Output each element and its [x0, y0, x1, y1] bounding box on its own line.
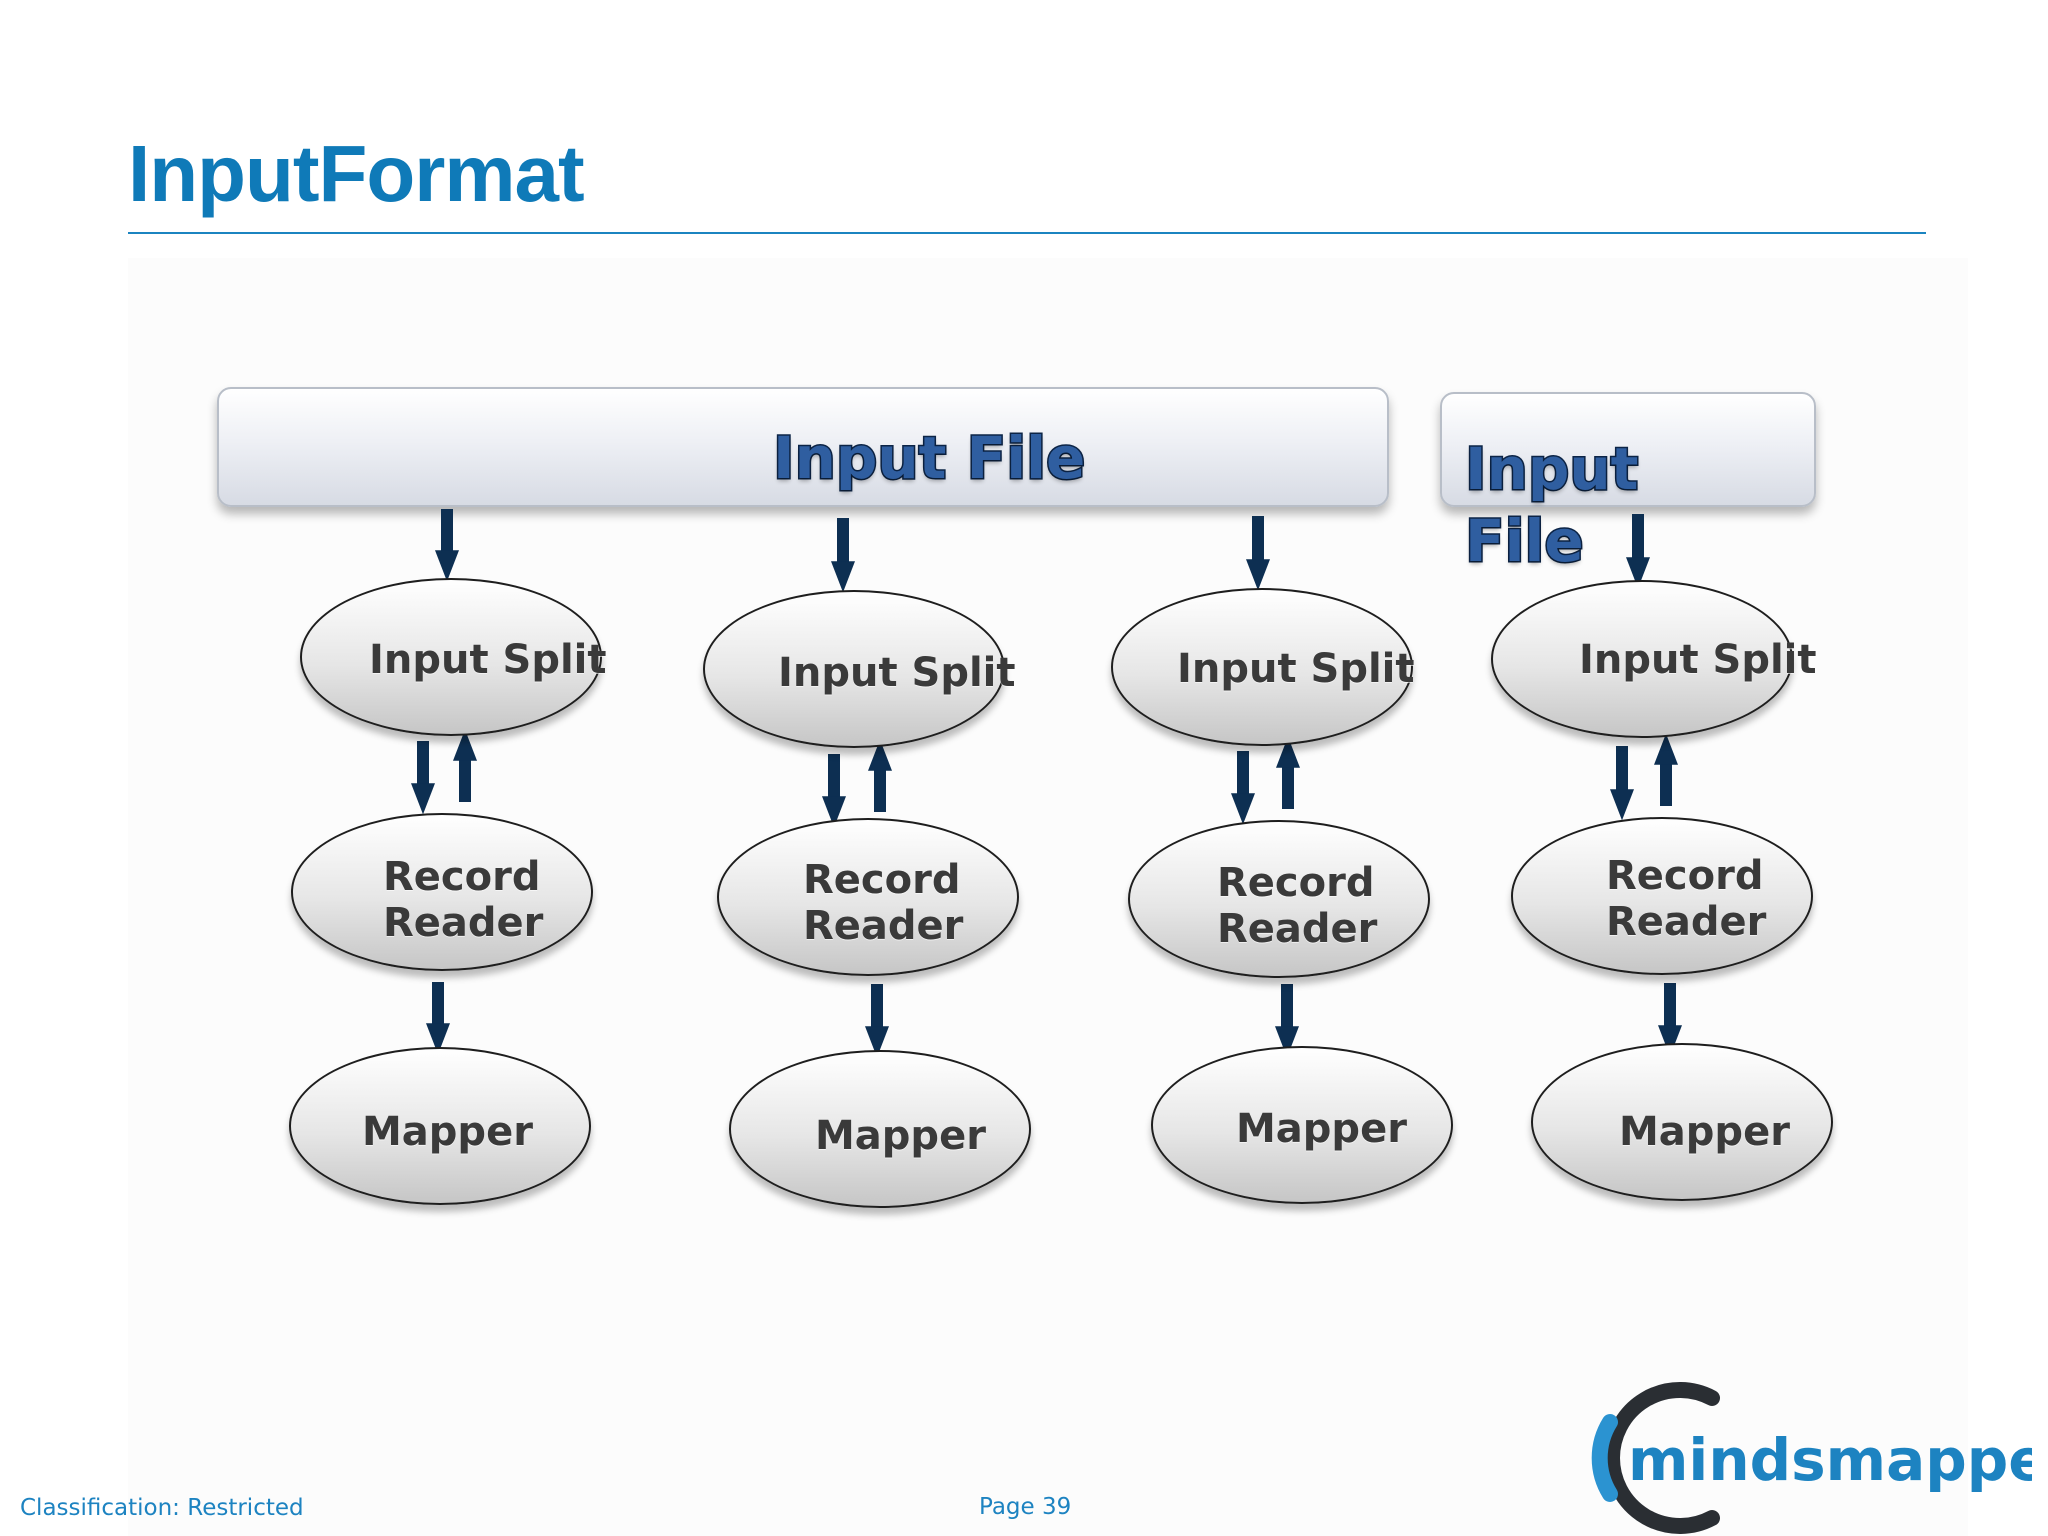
input-split-label-3: Input Split — [1177, 646, 1415, 692]
input-split-node-4 — [1491, 580, 1793, 738]
mindsmapped-logo: mindsmapped — [1591, 1382, 2032, 1534]
record-reader-node-4 — [1511, 817, 1813, 975]
mapper-node-2 — [729, 1050, 1031, 1208]
mapper-node-1 — [289, 1047, 591, 1205]
mapper-node-3 — [1151, 1046, 1453, 1204]
record-reader-node-1 — [291, 813, 593, 971]
input-split-label-2: Input Split — [778, 650, 1016, 696]
record-reader-label-4: Record Reader — [1606, 853, 1767, 945]
input-file-label-main: Input File — [771, 424, 1086, 492]
logo-text: mindsmapped — [1628, 1426, 2032, 1494]
record-reader-label-1: Record Reader — [383, 854, 544, 946]
input-split-label-1: Input Split — [369, 637, 607, 683]
record-reader-label-2: Record Reader — [803, 857, 964, 949]
input-split-node-3 — [1111, 588, 1413, 746]
slide-title: InputFormat — [128, 129, 585, 218]
input-file-label-second: Input File — [1464, 434, 1640, 577]
mapper-label-4: Mapper — [1619, 1109, 1790, 1155]
record-reader-node-2 — [717, 818, 1019, 976]
input-file-box-main — [217, 387, 1389, 507]
mapper-label-2: Mapper — [815, 1113, 986, 1159]
mapper-label-1: Mapper — [362, 1109, 533, 1155]
input-split-label-4: Input Split — [1579, 637, 1817, 683]
mapper-node-4 — [1531, 1043, 1833, 1201]
input-file-box-second — [1440, 392, 1816, 507]
record-reader-label-3: Record Reader — [1217, 860, 1378, 952]
title-underline — [128, 232, 1926, 234]
input-split-node-2 — [703, 590, 1005, 748]
mapper-label-3: Mapper — [1236, 1106, 1407, 1152]
record-reader-node-3 — [1128, 820, 1430, 978]
classification-label: Classification: Restricted — [20, 1495, 304, 1521]
page-number: Page 39 — [979, 1494, 1072, 1520]
input-split-node-1 — [300, 578, 602, 736]
